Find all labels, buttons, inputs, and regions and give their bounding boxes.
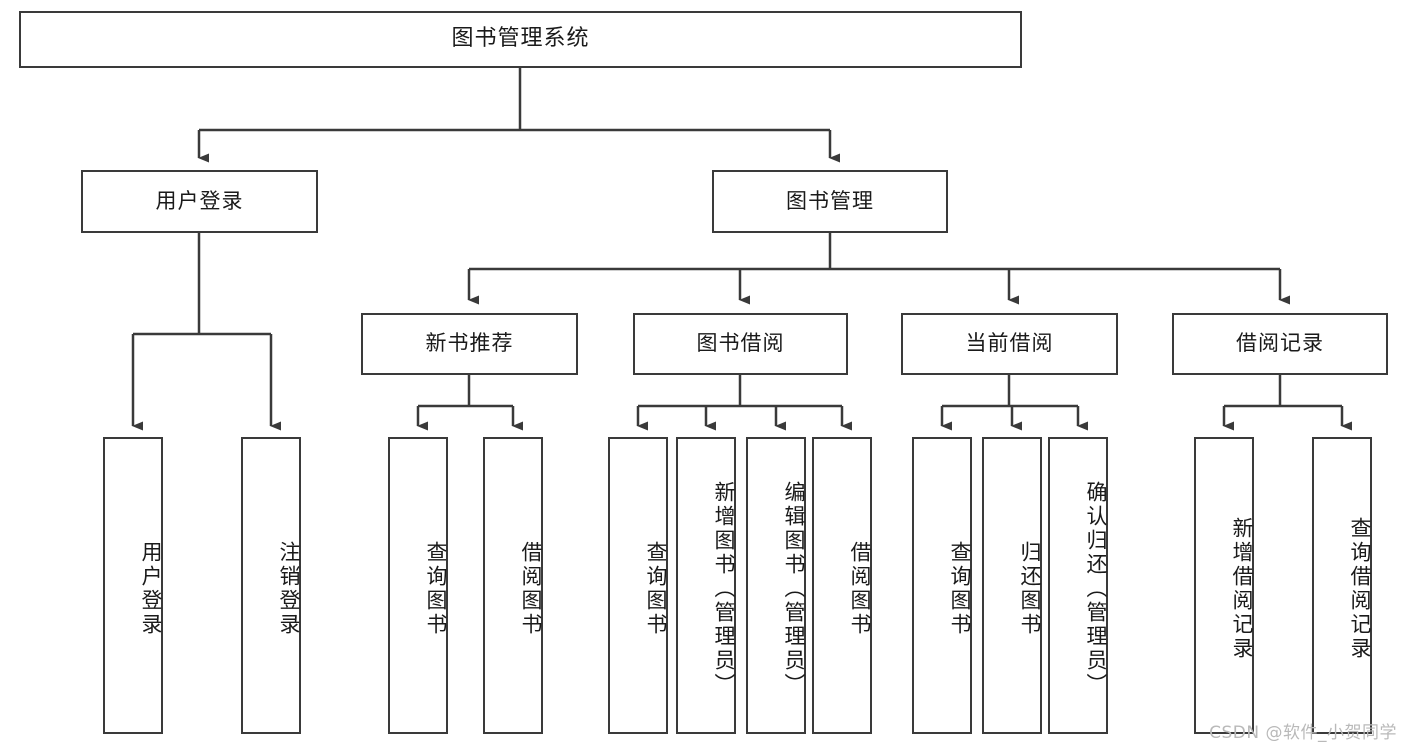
leaf-query-borrow-record[interactable]: 查询借阅记录: [1312, 437, 1372, 734]
node-new-book-recommend[interactable]: 新书推荐: [361, 313, 578, 375]
node-label: 新增图书（管理员）: [712, 480, 736, 697]
leaf-query-book-borrow[interactable]: 查询图书: [608, 437, 668, 734]
leaf-user-login[interactable]: 用户登录: [103, 437, 163, 734]
node-current-borrow[interactable]: 当前借阅: [901, 313, 1118, 375]
node-label: 确认归还（管理员）: [1084, 480, 1108, 697]
leaf-return-book[interactable]: 归还图书: [982, 437, 1042, 734]
node-label: 查询借阅记录: [1348, 516, 1372, 661]
node-label: 图书管理: [786, 188, 874, 213]
node-label: 图书借阅: [696, 331, 785, 356]
node-label: 借阅记录: [1236, 331, 1324, 356]
leaf-borrow-book[interactable]: 借阅图书: [812, 437, 872, 734]
node-label: 归还图书: [1018, 540, 1042, 637]
node-label: 编辑图书（管理员）: [782, 480, 806, 697]
node-label: 注销登录: [277, 540, 301, 637]
node-borrow-records[interactable]: 借阅记录: [1172, 313, 1388, 375]
node-book-management[interactable]: 图书管理: [712, 170, 948, 233]
node-label: 新增借阅记录: [1230, 516, 1254, 661]
node-label: 新书推荐: [425, 331, 514, 356]
leaf-query-book-recommend[interactable]: 查询图书: [388, 437, 448, 734]
leaf-add-borrow-record[interactable]: 新增借阅记录: [1194, 437, 1254, 734]
node-label: 查询图书: [948, 540, 972, 637]
node-user-login[interactable]: 用户登录: [81, 170, 318, 233]
leaf-query-book-current[interactable]: 查询图书: [912, 437, 972, 734]
leaf-add-book-admin[interactable]: 新增图书（管理员）: [676, 437, 736, 734]
node-label: 查询图书: [644, 540, 668, 637]
watermark-csdn: CSDN @软件_小贺同学: [1209, 723, 1397, 743]
leaf-confirm-return-admin[interactable]: 确认归还（管理员）: [1048, 437, 1108, 734]
node-label: 图书管理系统: [451, 26, 590, 52]
node-label: 借阅图书: [848, 540, 872, 637]
leaf-edit-book-admin[interactable]: 编辑图书（管理员）: [746, 437, 806, 734]
node-root-book-management-system[interactable]: 图书管理系统: [19, 11, 1022, 68]
node-label: 借阅图书: [519, 540, 543, 637]
node-label: 查询图书: [424, 540, 448, 637]
leaf-borrow-book-recommend[interactable]: 借阅图书: [483, 437, 543, 734]
node-label: 用户登录: [139, 540, 163, 637]
node-label: 当前借阅: [965, 331, 1054, 356]
leaf-user-logout[interactable]: 注销登录: [241, 437, 301, 734]
node-label: 用户登录: [155, 188, 244, 213]
node-book-borrow[interactable]: 图书借阅: [633, 313, 848, 375]
